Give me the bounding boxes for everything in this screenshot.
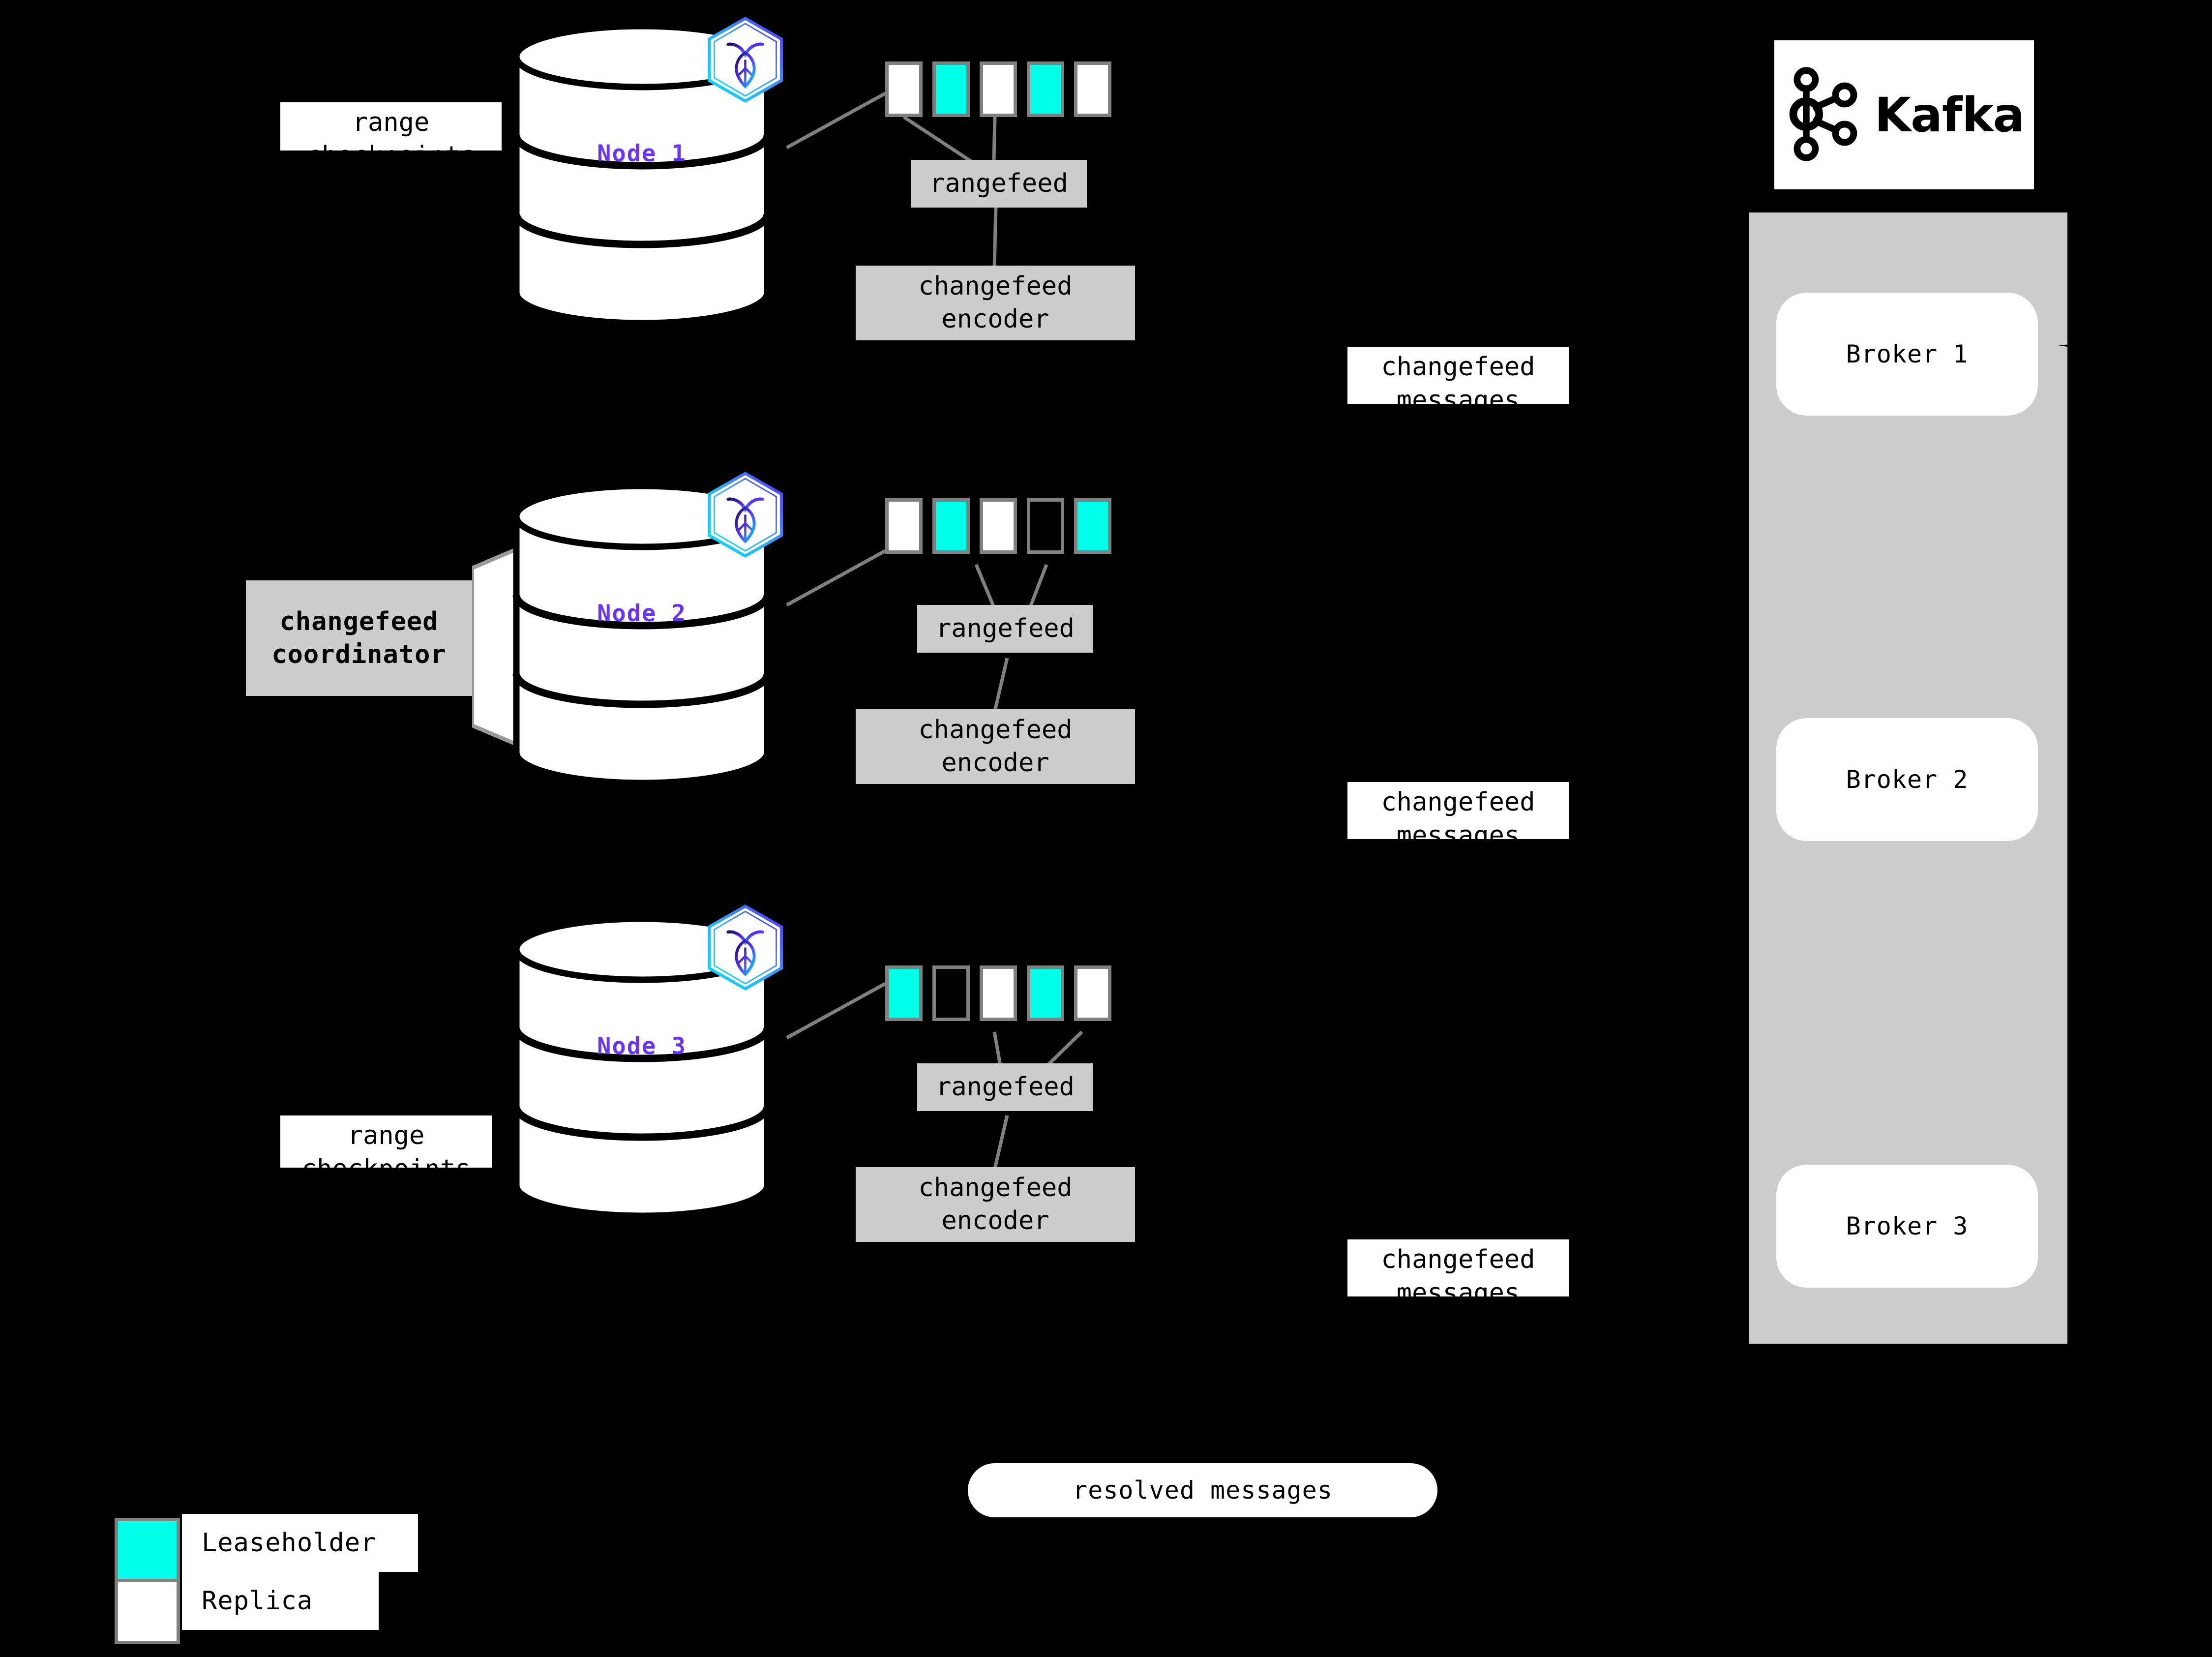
node-cylinder-1: Node 1 <box>511 20 772 330</box>
changefeed-messages-line-1: changefeed <box>1381 1245 1535 1274</box>
range-box-node3-5[interactable] <box>1074 965 1111 1021</box>
range-box-node2-5[interactable] <box>1074 498 1111 554</box>
range-box-node1-3[interactable] <box>980 61 1017 117</box>
encoder-line-1: changefeed <box>918 715 1073 745</box>
cockroachdb-hexagon-icon-node-2 <box>702 470 788 565</box>
node-label-2: Node 2 <box>597 600 687 627</box>
changefeed-messages-line-2: messages <box>1396 820 1520 850</box>
legend-label-leaseholder: Leaseholder <box>182 1514 418 1572</box>
encoder-line-1: changefeed <box>918 271 1073 301</box>
range-box-node2-3[interactable] <box>980 498 1017 554</box>
kafka-wordmark: Kafka <box>1874 87 2025 143</box>
kafka-logo-box: Kafka <box>1774 40 2034 189</box>
broker-label: Broker 1 <box>1846 340 1969 368</box>
encoder-line-2: encoder <box>941 748 1049 778</box>
rangefeed-box-node-1[interactable]: rangefeed <box>911 160 1087 208</box>
resolved-messages-pill[interactable]: resolved messages <box>968 1463 1437 1517</box>
range-box-node3-4[interactable] <box>1027 965 1064 1021</box>
range-box-node2-1[interactable] <box>885 498 923 554</box>
encoder-line-2: encoder <box>941 1206 1049 1235</box>
range-checkpoints-line-1: range <box>352 108 430 137</box>
changefeed-encoder-box-node-2[interactable]: changefeed encoder <box>856 709 1135 784</box>
range-checkpoints-line-2: checkpoints <box>301 1154 471 1184</box>
cockroachdb-hexagon-icon-node-1 <box>702 15 788 110</box>
broker-1[interactable]: Broker 1 <box>1776 293 2038 416</box>
changefeed-messages-line-2: messages <box>1396 1278 1520 1308</box>
range-box-node3-2[interactable] <box>932 965 970 1021</box>
coordinator-line-1: changefeed <box>279 606 439 636</box>
changefeed-coordinator-box[interactable]: changefeed coordinator <box>246 580 472 696</box>
rangefeed-label-node-1: rangefeed <box>929 169 1068 199</box>
encoder-line-1: changefeed <box>918 1173 1073 1203</box>
changefeed-messages-line-1: changefeed <box>1381 787 1535 817</box>
changefeed-messages-line-2: messages <box>1396 385 1520 415</box>
range-box-node3-1[interactable] <box>885 965 923 1021</box>
changefeed-messages-label-3: changefeed messages <box>1347 1239 1569 1308</box>
changefeed-messages-label-2: changefeed messages <box>1347 782 1569 850</box>
broker-label: Broker 2 <box>1846 765 1969 794</box>
legend-label-replica: Replica <box>182 1572 379 1630</box>
resolved-messages-label: resolved messages <box>1073 1476 1333 1505</box>
coordinator-line-2: coordinator <box>271 639 447 669</box>
broker-label: Broker 3 <box>1846 1212 1969 1240</box>
kafka-logo-icon <box>1784 66 1863 164</box>
range-checkpoints-label-node-1: range checkpoints <box>280 102 502 171</box>
legend-label-text: Replica <box>202 1586 313 1616</box>
incoming-arrow-marker <box>2058 343 2083 349</box>
encoder-line-2: encoder <box>941 304 1049 334</box>
node-label-1: Node 1 <box>597 140 687 167</box>
cockroachdb-hexagon-icon-node-3 <box>702 903 788 998</box>
range-box-node1-5[interactable] <box>1074 61 1111 117</box>
legend-swatch-leaseholder <box>115 1518 180 1583</box>
range-box-node1-1[interactable] <box>885 61 923 117</box>
broker-2[interactable]: Broker 2 <box>1776 718 2038 841</box>
range-checkpoints-line-2: checkpoints <box>306 141 476 171</box>
changefeed-encoder-box-node-3[interactable]: changefeed encoder <box>856 1167 1135 1242</box>
changefeed-encoder-box-node-1[interactable]: changefeed encoder <box>856 266 1135 340</box>
legend-label-text: Leaseholder <box>202 1528 377 1558</box>
range-box-node2-4[interactable] <box>1027 498 1064 554</box>
range-box-node1-4[interactable] <box>1027 61 1064 117</box>
rangefeed-box-node-2[interactable]: rangefeed <box>917 605 1093 653</box>
changefeed-messages-line-1: changefeed <box>1381 352 1535 382</box>
range-box-node2-2[interactable] <box>932 498 970 554</box>
rangefeed-label-node-3: rangefeed <box>936 1072 1075 1102</box>
broker-3[interactable]: Broker 3 <box>1776 1165 2038 1288</box>
rangefeed-box-node-3[interactable]: rangefeed <box>917 1063 1093 1111</box>
range-checkpoints-line-1: range <box>347 1121 425 1150</box>
range-checkpoints-label-node-3: range checkpoints <box>280 1115 492 1184</box>
legend-swatch-replica <box>115 1579 180 1644</box>
node-cylinder-3: Node 3 <box>511 912 772 1222</box>
node-cylinder-2: Node 2 <box>511 480 772 789</box>
rangefeed-label-node-2: rangefeed <box>936 614 1075 644</box>
node-label-3: Node 3 <box>597 1033 687 1060</box>
range-box-node3-3[interactable] <box>980 965 1017 1021</box>
range-box-node1-2[interactable] <box>932 61 970 117</box>
changefeed-messages-label-1: changefeed messages <box>1347 347 1569 415</box>
